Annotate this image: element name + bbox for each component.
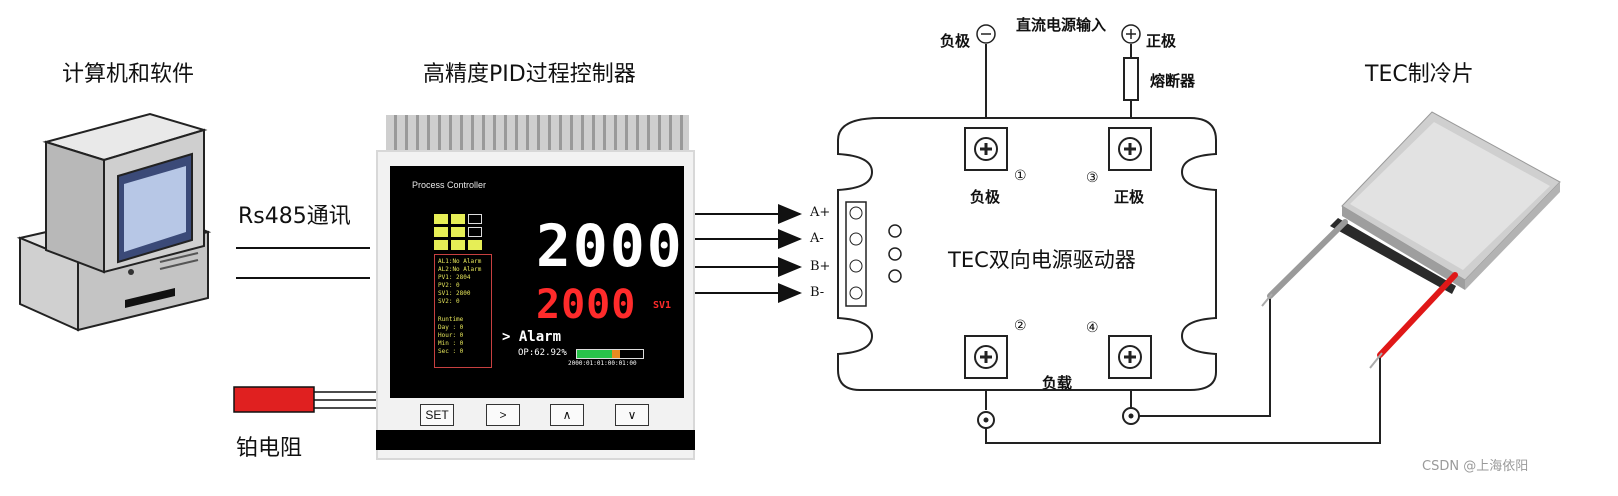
down-button[interactable]: ∨ <box>615 404 649 426</box>
up-button[interactable]: ∧ <box>550 404 584 426</box>
driver-label: TEC双向电源驱动器 <box>948 244 1136 274</box>
controller-vent <box>386 115 689 153</box>
terminal-number-3: ③ <box>1086 170 1099 186</box>
tec-wire-gray <box>1270 222 1345 296</box>
dc-neg-label: 负极 <box>940 30 970 51</box>
status-line: PV1: 2804 <box>438 274 471 281</box>
signal-label-a-minus: A- <box>810 231 824 246</box>
load-wire-4 <box>1139 296 1270 416</box>
status-line: PV2: 0 <box>438 282 460 289</box>
set-button[interactable]: SET <box>420 404 454 426</box>
load-wire-2 <box>986 355 1380 443</box>
tec-wire-red <box>1380 275 1455 355</box>
runtime-line: Day : 0 <box>438 324 463 331</box>
runtime-line: Runtime <box>438 316 463 323</box>
terminal-number-1: ① <box>1014 168 1027 184</box>
pv-readout: 2000 <box>536 212 684 280</box>
signal-label-b-plus: B+ <box>810 259 830 274</box>
dc-pos-label: 正极 <box>1146 30 1176 51</box>
controller-screen: Process Controller AL1:No Alarm AL2:No A… <box>390 166 684 398</box>
rs485-label: Rs485通讯 <box>238 198 351 230</box>
tec-chip <box>1330 112 1560 294</box>
op-bar-marker <box>612 350 620 358</box>
computer-icon <box>20 114 208 330</box>
load-terminal-2 <box>965 336 1007 378</box>
status-line: SV2: 0 <box>438 298 460 305</box>
op-bar <box>576 349 644 359</box>
alarm-text: > Alarm <box>502 329 561 345</box>
load-label: 负载 <box>1042 372 1072 393</box>
tec-chip-label: TEC制冷片 <box>1365 56 1474 88</box>
power-terminal-3 <box>1109 128 1151 170</box>
pt-resistor-label: 铂电阻 <box>236 430 302 462</box>
controller-label: 高精度PID过程控制器 <box>423 56 636 88</box>
controller-footer <box>376 430 695 450</box>
sv-tag: SV1 <box>653 300 671 311</box>
status-line: AL2:No Alarm <box>438 266 481 273</box>
runtime-line: Hour: 0 <box>438 332 463 339</box>
shift-button[interactable]: > <box>486 404 520 426</box>
indicator-leds <box>889 225 901 282</box>
dc-input-label: 直流电源输入 <box>1016 14 1106 35</box>
op-readout: OP:62.92% <box>518 348 567 358</box>
terminal-number-2: ② <box>1014 318 1027 334</box>
watermark: CSDN @上海依阳 <box>1422 455 1528 474</box>
signal-terminal-block <box>846 202 866 306</box>
status-line: AL1:No Alarm <box>438 258 481 265</box>
signal-label-b-minus: B- <box>810 285 824 300</box>
signal-label-a-plus: A+ <box>810 205 830 220</box>
fuse <box>1124 58 1138 100</box>
clock-readout: 2000:01:01:00:01:00 <box>568 360 637 367</box>
pt-resistor <box>234 387 314 412</box>
runtime-line: Min : 0 <box>438 340 463 347</box>
fuse-label: 熔断器 <box>1150 70 1195 91</box>
status-grid <box>434 214 490 256</box>
terminal-number-4: ④ <box>1086 320 1099 336</box>
controller-brand: Process Controller <box>412 180 486 190</box>
runtime-line: Sec : 0 <box>438 348 463 355</box>
terminal-neg-label: 负极 <box>970 186 1000 207</box>
status-line: SV1: 2800 <box>438 290 471 297</box>
computer-label: 计算机和软件 <box>62 56 194 88</box>
terminal-pos-label: 正极 <box>1114 186 1144 207</box>
sv-readout: 2000 <box>536 282 636 328</box>
load-terminal-4 <box>1109 336 1151 378</box>
power-terminal-1 <box>965 128 1007 170</box>
